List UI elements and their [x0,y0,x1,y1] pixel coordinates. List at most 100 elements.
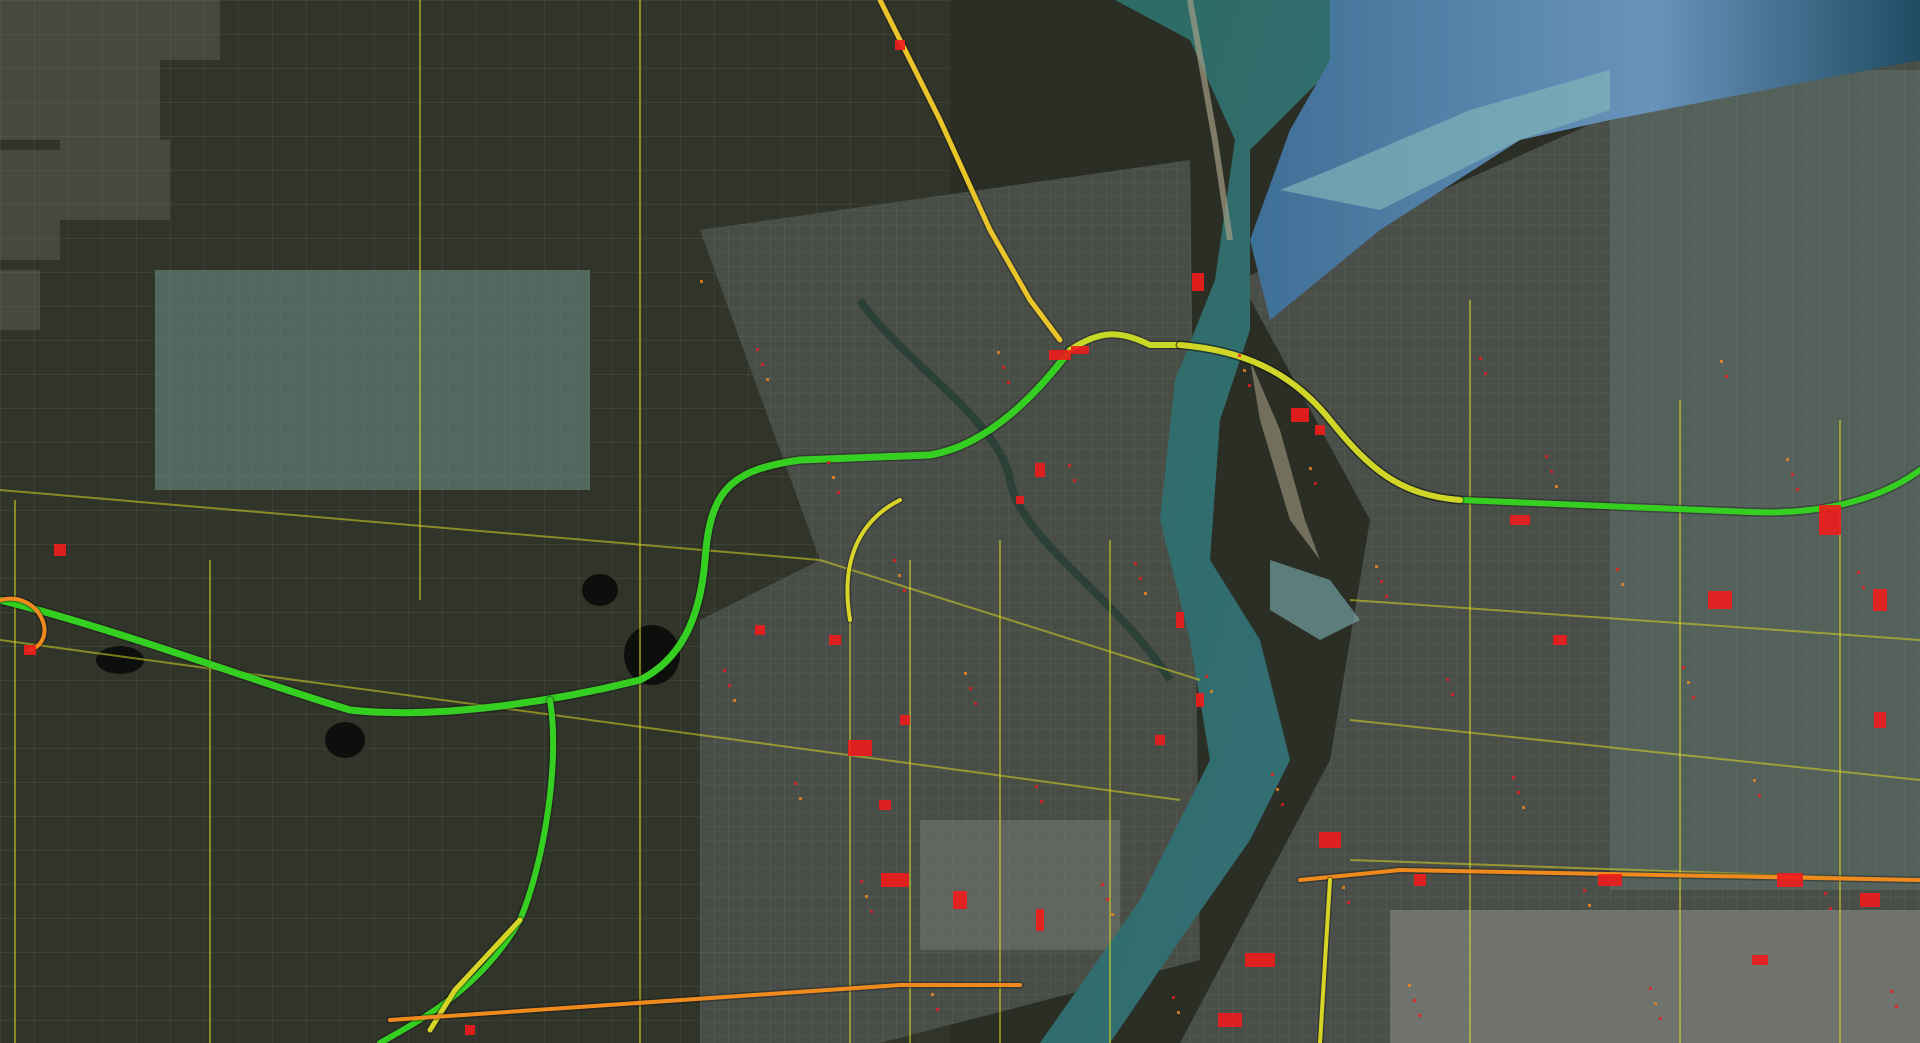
traffic-speck [1659,1017,1662,1020]
congestion-spot [54,544,66,556]
traffic-speck [1857,571,1860,574]
traffic-speck [761,363,764,366]
traffic-speck [1007,381,1010,384]
traffic-speck [1725,375,1728,378]
congestion-spot [24,645,36,655]
congestion-spot [895,40,905,50]
traffic-speck [766,378,769,381]
congestion-spot [1510,515,1530,525]
congestion-spot [1176,612,1184,628]
east-arterial [1298,868,1920,882]
traffic-speck [969,687,972,690]
city-east-grid [1180,60,1920,1043]
traffic-speck [1271,773,1274,776]
traffic-speck [1111,913,1114,916]
traffic-speck [1550,470,1553,473]
pond [624,625,680,685]
highway-west [0,346,1074,717]
congestion-spot [1049,350,1071,360]
traffic-speck [1413,999,1416,1002]
traffic-speck [1446,678,1449,681]
traffic-speck [1281,803,1284,806]
pond [96,646,144,674]
congestion-spot [1874,712,1886,728]
traffic-speck [728,684,731,687]
water-bodies [96,0,1920,1043]
congestion-spot [1035,463,1045,477]
south-arterial [388,983,1022,1022]
traffic-speck [1134,562,1137,565]
traffic-speck [1177,1011,1180,1014]
traffic-speck [837,491,840,494]
traffic-speck [893,559,896,562]
traffic-speck [1758,794,1761,797]
congestion-spot [1245,953,1275,967]
traffic-speck [700,280,703,283]
traffic-speck [1451,693,1454,696]
traffic-speck [898,574,901,577]
traffic-speck [964,672,967,675]
highway-east-approach [1177,342,1463,503]
congestion-hotspots [24,40,1898,1035]
traffic-speck [1002,366,1005,369]
traffic-speck [1512,776,1515,779]
traffic-speck [1484,372,1487,375]
traffic-speck [1545,455,1548,458]
congestion-spot [1414,874,1426,886]
congestion-spot [1192,273,1204,291]
traffic-speck [1309,467,1312,470]
highway-bridge [1067,331,1183,353]
inset-tile-grid [155,270,590,490]
traffic-speck [1583,889,1586,892]
traffic-speck [1276,788,1279,791]
traffic-speck [1347,901,1350,904]
congestion-spot [879,800,891,810]
congestion-spot [755,625,765,635]
congestion-spot [829,635,841,645]
congestion-spot [953,891,967,909]
congestion-spot [881,873,909,887]
traffic-speck [1654,1002,1657,1005]
traffic-speck [1621,583,1624,586]
traffic-speck [1829,907,1832,910]
traffic-speck [1862,586,1865,589]
traffic-speck [1408,984,1411,987]
congestion-spot [1036,909,1044,931]
river [1040,0,1340,1043]
industrial-zone-west [920,820,1120,950]
traffic-speck [1314,482,1317,485]
traffic-speck [860,880,863,883]
congestion-spot [1819,505,1841,535]
congestion-spot [1777,873,1803,887]
traffic-speck [1106,898,1109,901]
congestion-spot [1196,693,1204,707]
congestion-spot [1319,832,1341,848]
traffic-speck [1895,1005,1898,1008]
pond [582,574,618,606]
traffic-speck [1692,696,1695,699]
traffic-speck [936,1008,939,1011]
traffic-speck [997,351,1000,354]
traffic-speck [1144,592,1147,595]
street [1349,719,1920,781]
congestion-spot [1291,408,1309,422]
traffic-speck [1720,360,1723,363]
rural-fields [0,0,950,1043]
traffic-speck [1035,785,1038,788]
congestion-spot [1315,425,1325,435]
industrial-zone-east [1390,910,1920,1043]
congestion-spot [1752,955,1768,965]
traffic-speck [1753,779,1756,782]
traffic-speck [1380,580,1383,583]
shoreline [1187,0,1233,241]
street [0,489,1201,681]
traffic-speck [1791,473,1794,476]
traffic-speck [1824,892,1827,895]
traffic-speck [1819,877,1822,880]
congestion-spot [1708,591,1732,609]
traffic-speck [1517,791,1520,794]
